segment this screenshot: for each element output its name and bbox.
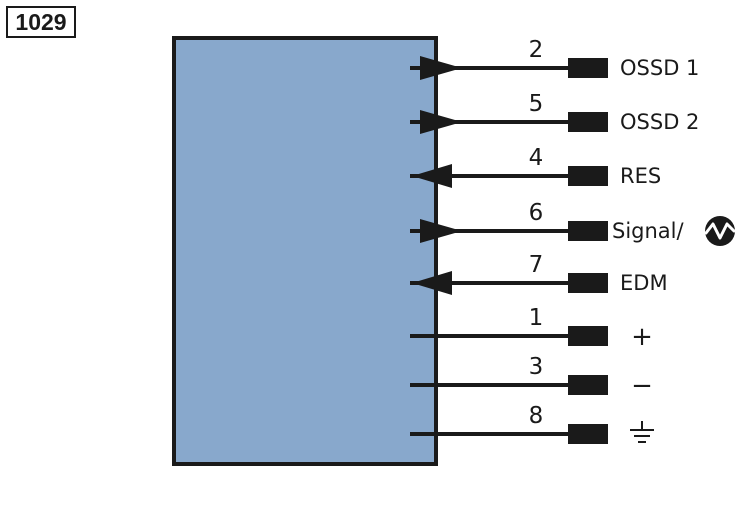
terminal-block [568,375,608,395]
pin-row: 7 EDM [410,252,668,295]
pin-number: 6 [529,200,544,226]
signal-name: RES [620,164,661,188]
terminal-block [568,326,608,346]
output-arrow-icon [420,110,462,134]
pin-row: 5 OSSD 2 [410,91,699,134]
ground-icon [630,421,654,443]
pin-number: 3 [529,354,544,380]
figure-label: 1029 [6,6,76,38]
pin-number: 4 [529,145,544,171]
minus-symbol: − [631,371,653,401]
pin-number: 7 [529,252,544,278]
pin-number: 2 [529,37,544,63]
signal-wave-icon [704,216,736,246]
output-arrow-icon [420,56,462,80]
terminal-block [568,424,608,444]
pin-row: 4 RES [410,145,661,188]
signal-name: OSSD 2 [620,110,699,134]
input-arrow-icon [412,271,452,295]
pin-row: 6 Signal/ [410,200,736,246]
pin-row: 8 [410,403,654,444]
output-arrow-icon [420,219,462,243]
pin-row: 3 − [410,354,653,401]
pin-number: 1 [529,305,544,331]
pin-row: 2 OSSD 1 [410,37,699,80]
pin-row: 1 + [410,305,653,352]
terminal-block [568,112,608,132]
terminal-block [568,221,608,241]
terminal-block [568,273,608,293]
pin-number: 5 [529,91,544,117]
signal-name: EDM [620,271,668,295]
signal-name: Signal/ [612,219,685,243]
pin-number: 8 [529,403,544,429]
device-body [172,36,438,466]
plus-symbol: + [631,322,653,352]
terminal-block [568,166,608,186]
input-arrow-icon [412,164,452,188]
terminal-block [568,58,608,78]
signal-name: OSSD 1 [620,56,699,80]
